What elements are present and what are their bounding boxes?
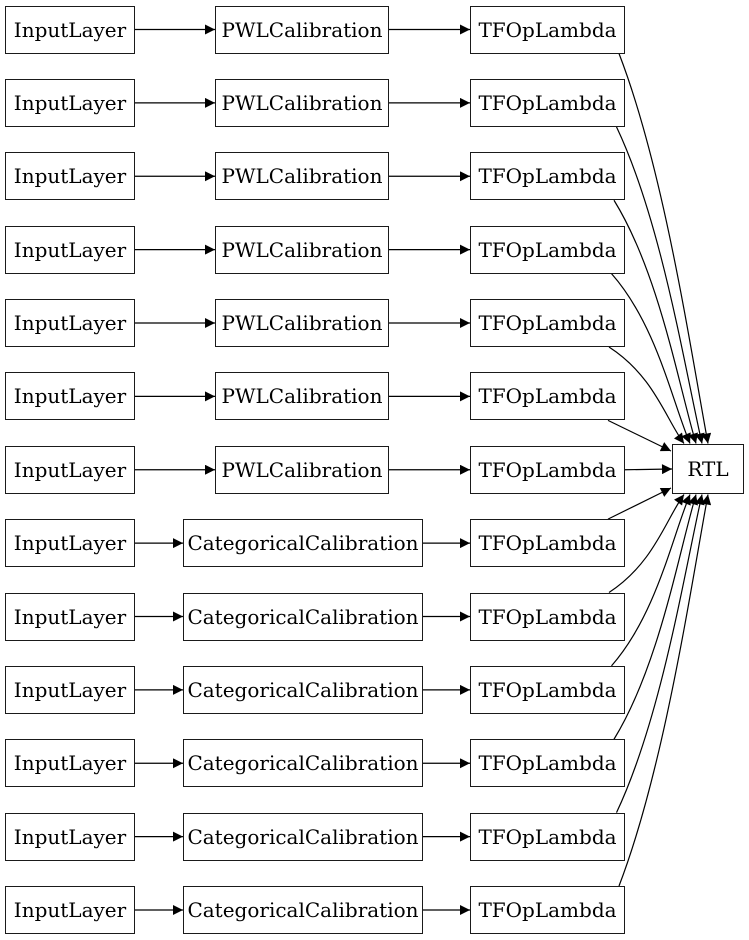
edge-lambda-to-rtl [624,464,673,475]
edge-lambda-to-rtl [611,273,691,444]
tfop-lambda-node: TFOpLambda [470,225,625,274]
tfop-lambda-node: TFOpLambda [470,665,625,714]
tfop-lambda-node: TFOpLambda [470,739,625,788]
tfop-lambda-node: TFOpLambda [470,299,625,347]
tfop-lambda-node: TFOpLambda [470,372,625,421]
tfop-lambda-node: TFOpLambda [470,78,625,127]
input-layer-node: InputLayer [5,372,135,421]
input-layer-node: InputLayer [5,152,135,201]
categorical-calibration-node: CategoricalCalibration [183,592,423,641]
input-layer-node: InputLayer [5,739,135,788]
input-layer-node: InputLayer [5,225,135,274]
input-layer-node: InputLayer [5,299,135,347]
edge-lambda-to-rtl [613,494,698,740]
pwl-calibration-node: PWLCalibration [215,445,389,494]
edge-lambda-to-rtl [607,419,672,452]
edge-lambda-to-rtl [607,487,672,520]
tfop-lambda-node: TFOpLambda [470,886,625,934]
pwl-calibration-node: PWLCalibration [215,5,389,54]
tfop-lambda-node: TFOpLambda [470,592,625,641]
input-layer-node: InputLayer [5,519,135,568]
tfop-lambda-node: TFOpLambda [470,5,625,54]
edge-lambda-to-rtl [611,494,691,667]
pwl-calibration-node: PWLCalibration [215,299,389,347]
categorical-calibration-node: CategoricalCalibration [183,739,423,788]
input-layer-node: InputLayer [5,78,135,127]
input-layer-node: InputLayer [5,592,135,641]
edge-lambda-to-rtl [615,494,705,813]
input-layer-node: InputLayer [5,5,135,54]
pwl-calibration-node: PWLCalibration [215,78,389,127]
categorical-calibration-node: CategoricalCalibration [183,886,423,934]
input-layer-node: InputLayer [5,886,135,934]
edge-lambda-to-rtl [618,53,712,444]
tfop-lambda-node: TFOpLambda [470,445,625,494]
pwl-calibration-node: PWLCalibration [215,372,389,421]
categorical-calibration-node: CategoricalCalibration [183,665,423,714]
input-layer-node: InputLayer [5,665,135,714]
tfop-lambda-node: TFOpLambda [470,812,625,861]
edge-lambda-to-rtl [608,346,685,444]
input-layer-node: InputLayer [5,812,135,861]
tfop-lambda-node: TFOpLambda [470,152,625,201]
edge-lambda-to-rtl [608,494,685,594]
tfop-lambda-node: TFOpLambda [470,519,625,568]
categorical-calibration-node: CategoricalCalibration [183,812,423,861]
pwl-calibration-node: PWLCalibration [215,225,389,274]
pwl-calibration-node: PWLCalibration [215,152,389,201]
input-layer-node: InputLayer [5,445,135,494]
edge-lambda-to-rtl [613,199,698,444]
rtl-node: RTL [672,444,744,494]
categorical-calibration-node: CategoricalCalibration [183,519,423,568]
edge-lambda-to-rtl [615,126,705,444]
edge-lambda-to-rtl [618,494,712,887]
